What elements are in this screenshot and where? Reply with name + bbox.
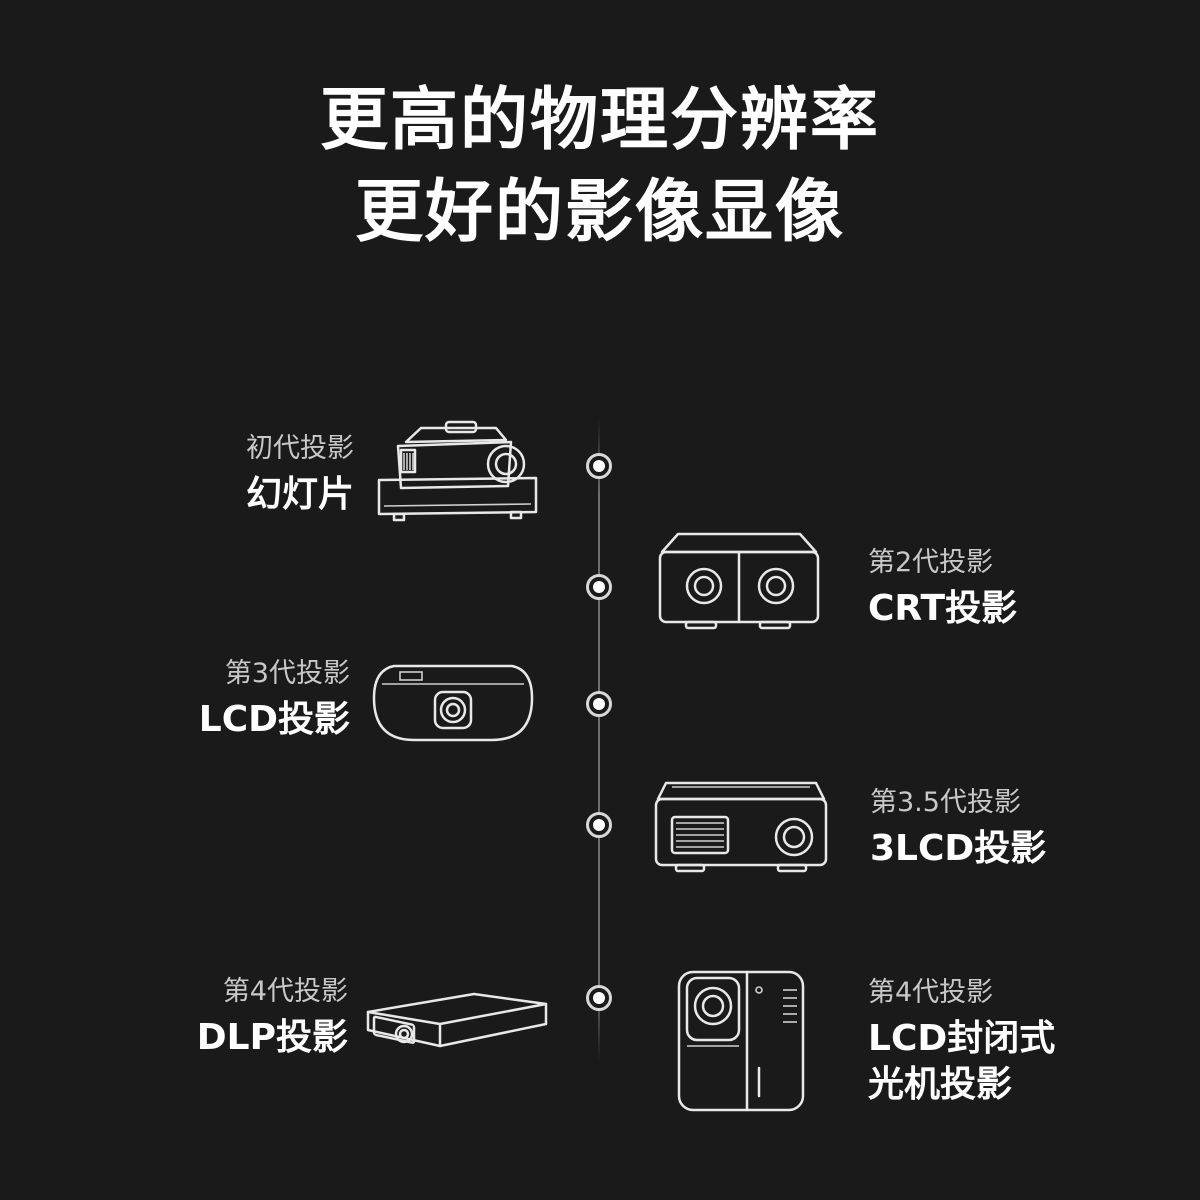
technology-name: LCD投影: [198, 699, 350, 740]
timeline-node-4: [586, 812, 612, 838]
timeline-item-3-label: 第3代投影 LCD投影: [199, 657, 350, 743]
technology-name-line-2: 光机投影: [868, 1064, 1013, 1105]
technology-name: CRT投影: [868, 588, 1018, 629]
timeline-item-5-label: 第4代投影 DLP投影: [197, 975, 348, 1061]
timeline-item-2-label: 第2代投影 CRT投影: [868, 546, 1017, 632]
timeline-node-3: [586, 691, 612, 717]
technology-name: 3LCD投影: [870, 828, 1047, 869]
timeline-node-1: [586, 453, 612, 479]
lcd-projector-icon: [372, 662, 534, 744]
generation-label: 第4代投影: [868, 977, 994, 1008]
crt-projector-icon: [656, 530, 822, 634]
timeline-item-4-label: 第3.5代投影 3LCD投影: [870, 786, 1046, 872]
slide-projector-icon: [376, 420, 541, 532]
generation-label: 第3.5代投影: [870, 787, 1021, 818]
3lcd-projector-icon: [652, 777, 830, 875]
technology-name: 幻灯片: [245, 474, 354, 515]
timeline-node-2: [586, 574, 612, 600]
sealed-lcd-projector-icon: [675, 968, 807, 1114]
generation-label: 第4代投影: [222, 976, 348, 1007]
generation-label: 初代投影: [246, 433, 354, 464]
headline-line-2: 更好的影像显像: [354, 173, 845, 252]
dlp-projector-icon: [362, 990, 552, 1056]
technology-name: LCD封闭式: [868, 1018, 1056, 1059]
generation-label: 第2代投影: [868, 547, 994, 578]
timeline-item-1-label: 初代投影 幻灯片: [246, 432, 354, 518]
headline-line-1: 更高的物理分辨率: [319, 81, 880, 160]
timeline-item-6-label: 第4代投影 LCD封闭式 光机投影: [868, 976, 1055, 1108]
technology-name: DLP投影: [196, 1017, 348, 1058]
generation-label: 第3代投影: [224, 658, 350, 689]
timeline-node-5: [586, 985, 612, 1011]
timeline-line: [598, 420, 600, 1060]
headline: 更高的物理分辨率 更好的影像显像: [0, 75, 1200, 259]
